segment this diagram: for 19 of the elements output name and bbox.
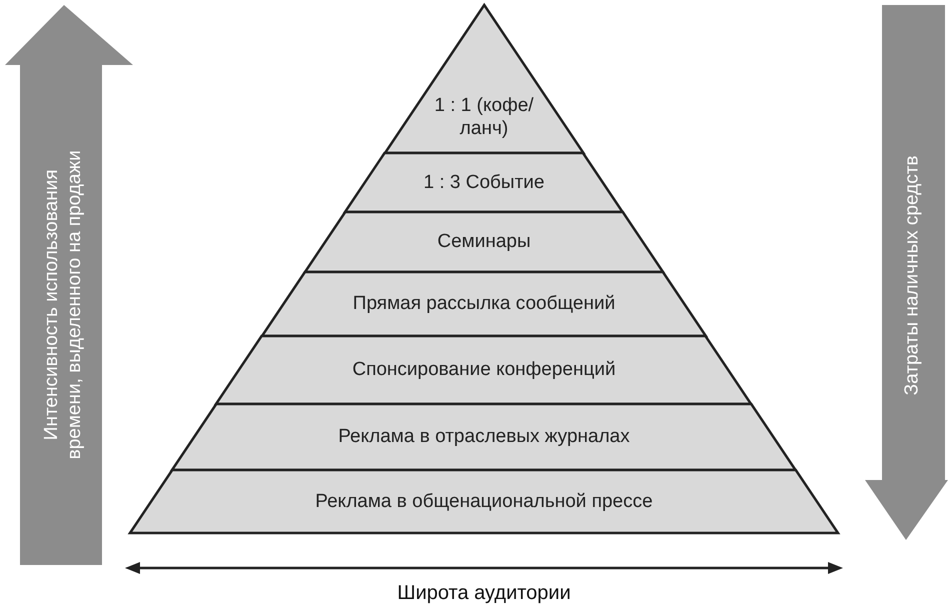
level-label: Реклама в общенациональной прессе xyxy=(314,490,654,514)
level-label: 1 : 3 Событие xyxy=(422,170,546,194)
pyramid-level xyxy=(172,404,796,470)
axis-label: Затраты наличных средств xyxy=(902,154,924,397)
pyramid-apex xyxy=(384,5,584,153)
pyramid-level xyxy=(304,212,663,272)
level-label: Спонсирование конференций xyxy=(351,358,617,382)
level-label: Реклама в отраслевых журналах xyxy=(337,425,631,449)
down-arrow xyxy=(865,5,948,540)
pyramid-level xyxy=(345,153,623,212)
axis-label: Широта аудитории xyxy=(396,582,572,605)
pyramid-level xyxy=(262,272,706,336)
level-label: 1 : 1 (кофе/ланч) xyxy=(433,94,535,141)
pyramid-level xyxy=(130,470,838,533)
level-label: Семинары xyxy=(436,230,532,254)
axis-label: Интенсивность использования времени, выделенного на продажи xyxy=(41,149,86,462)
level-label: Прямая рассылка сообщений xyxy=(352,292,616,316)
pyramid-level xyxy=(216,336,752,404)
up-arrow xyxy=(5,5,133,565)
